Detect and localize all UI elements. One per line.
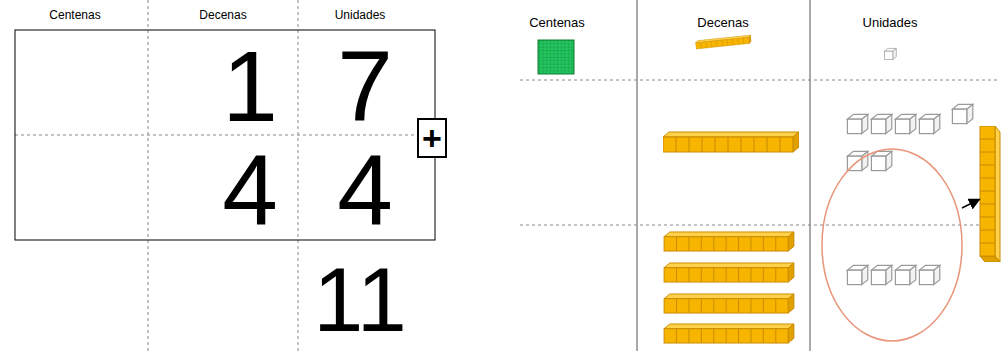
column-header: Unidades [863,16,918,29]
digit: 1 [222,36,278,136]
digit: 7 [337,36,393,136]
operator-symbol: + [422,121,442,155]
column-header: Decenas [199,9,246,21]
column-header: Unidades [335,9,386,21]
column-header: Centenas [529,16,585,29]
column-header: Decenas [697,16,748,29]
sum-result: 11 [313,255,406,345]
column-header: Centenas [49,9,100,21]
plus-sign-box: + [417,118,447,158]
digit: 4 [337,140,393,240]
digit: 4 [222,140,278,240]
